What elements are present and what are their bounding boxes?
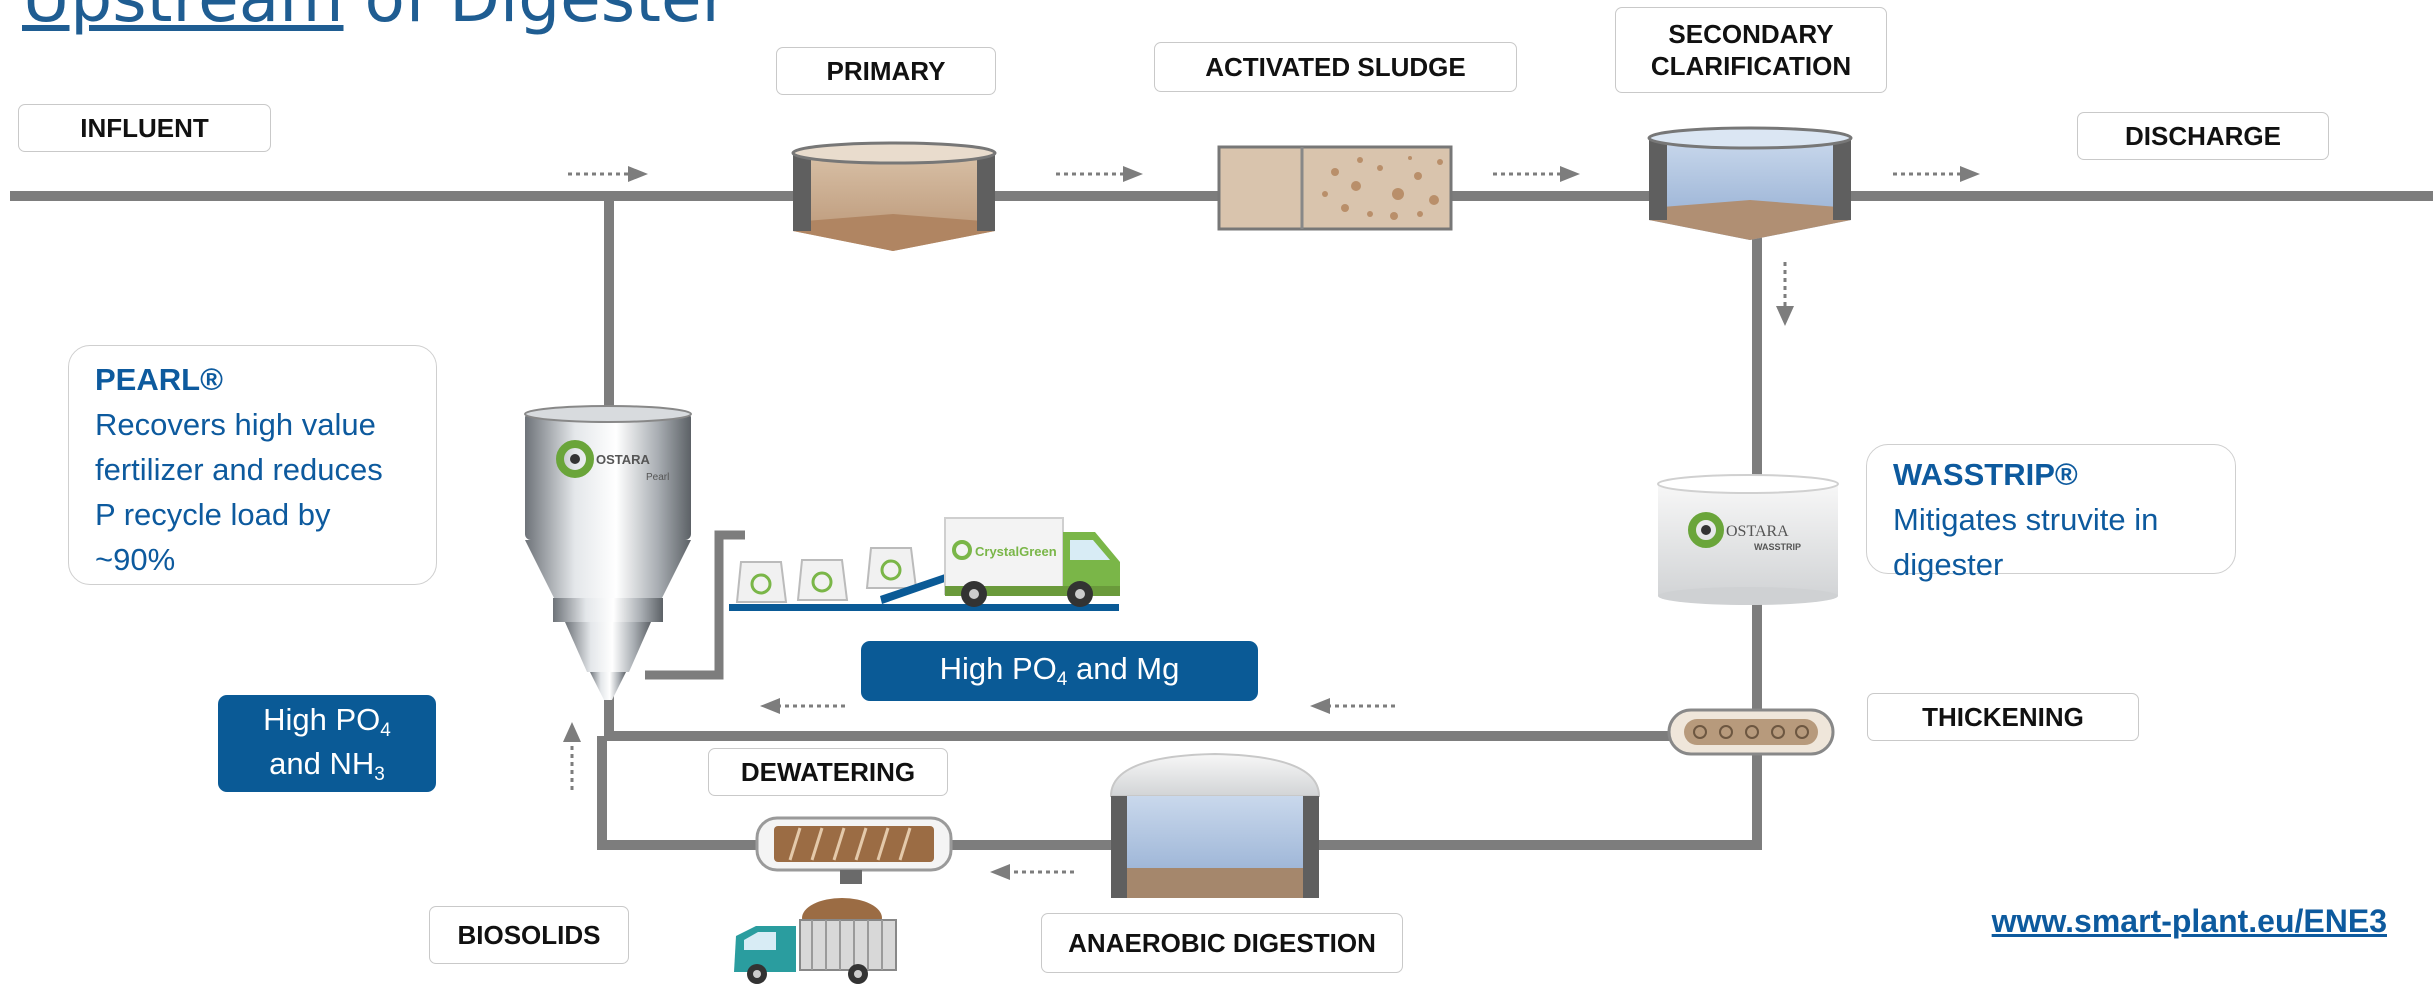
- pill2-nh3-text: and NH: [269, 745, 375, 781]
- footer-link[interactable]: www.smart-plant.eu/ENE3: [1991, 903, 2387, 939]
- pill-high-po4-nh3: High PO4 and NH3: [218, 695, 436, 792]
- fertilizer-bags: [729, 547, 1119, 611]
- bag-3: [865, 547, 918, 589]
- truck-brand: CrystalGreen: [975, 544, 1057, 559]
- wasstrip-sub: WASSTRIP: [1754, 542, 1801, 552]
- wasstrip-name: WASSTRIP®: [1893, 457, 2078, 492]
- pearl-outlet-pipe: [645, 530, 745, 680]
- wasstrip-description: Mitigates struvite in digester: [1893, 501, 2159, 582]
- bag-1: [735, 561, 788, 603]
- pearl-reactor-brand: OSTARA: [596, 452, 651, 467]
- pearl-name: PEARL®: [95, 362, 223, 397]
- wasstrip-tank: OSTARA WASSTRIP: [1657, 474, 1839, 605]
- label-primary: PRIMARY: [776, 47, 996, 95]
- biosolids-truck: [734, 898, 897, 984]
- label-thickening: THICKENING: [1867, 693, 2139, 741]
- flow-arrows: [563, 166, 1980, 880]
- pearl-reactor: OSTARA Pearl: [524, 405, 692, 700]
- title-underlined: Upstream: [22, 0, 344, 37]
- arrow-right-3: [1493, 166, 1580, 182]
- label-anaerobic-digestion: ANAEROBIC DIGESTION: [1041, 913, 1403, 973]
- anaerobic-digester: [1109, 752, 1321, 898]
- pill2-nh3-sub: 3: [374, 763, 385, 785]
- primary-clarifier: [791, 141, 997, 251]
- pill-high-po4-mg: High PO4 and Mg: [861, 641, 1258, 701]
- wasstrip-brand: OSTARA: [1726, 523, 1789, 540]
- page-title: Upstream of Digester: [22, 0, 729, 37]
- arrow-right-1: [568, 166, 648, 182]
- label-discharge: DISCHARGE: [2077, 112, 2329, 160]
- dewatering-press: [755, 816, 953, 884]
- label-influent: INFLUENT: [18, 104, 271, 152]
- fertilizer-truck: CrystalGreen: [944, 517, 1120, 607]
- wasstrip-info-box: WASSTRIP® Mitigates struvite in digester: [1866, 444, 2236, 582]
- arrow-down-was: [1776, 262, 1794, 326]
- pill-mg-text: and Mg: [1067, 651, 1180, 687]
- thickener: [1667, 708, 1835, 756]
- label-biosolids: BIOSOLIDS: [429, 906, 629, 964]
- pill-po4-sub: 4: [1056, 669, 1068, 691]
- label-secondary-line2: CLARIFICATION: [1650, 51, 1852, 81]
- label-dewatering: DEWATERING: [708, 748, 948, 796]
- arrow-right-2: [1056, 166, 1143, 182]
- pearl-description: Recovers high value fertilizer and reduc…: [95, 406, 383, 577]
- pearl-info-box: PEARL® Recovers high value fertilizer an…: [68, 345, 437, 585]
- label-secondary-clarification: SECONDARY CLARIFICATION: [1615, 7, 1887, 93]
- title-rest: of Digester: [344, 0, 728, 37]
- pill2-po4-sub: 4: [380, 719, 391, 741]
- arrow-right-4: [1893, 166, 1980, 182]
- arrow-up-pearl: [563, 722, 581, 790]
- arrow-left-3: [990, 864, 1074, 880]
- pearl-reactor-sub: Pearl: [646, 472, 669, 483]
- bag-2: [796, 559, 849, 601]
- pill-po4-text: High PO: [939, 651, 1057, 687]
- label-secondary-line1: SECONDARY: [1668, 18, 1834, 49]
- arrow-left-1: [1310, 698, 1395, 714]
- activated-sludge-basin: [1217, 145, 1453, 231]
- label-activated-sludge: ACTIVATED SLUDGE: [1154, 42, 1517, 92]
- secondary-clarifier: [1647, 126, 1853, 240]
- pill2-po4-text: High PO: [263, 701, 381, 737]
- arrow-left-2: [760, 698, 845, 714]
